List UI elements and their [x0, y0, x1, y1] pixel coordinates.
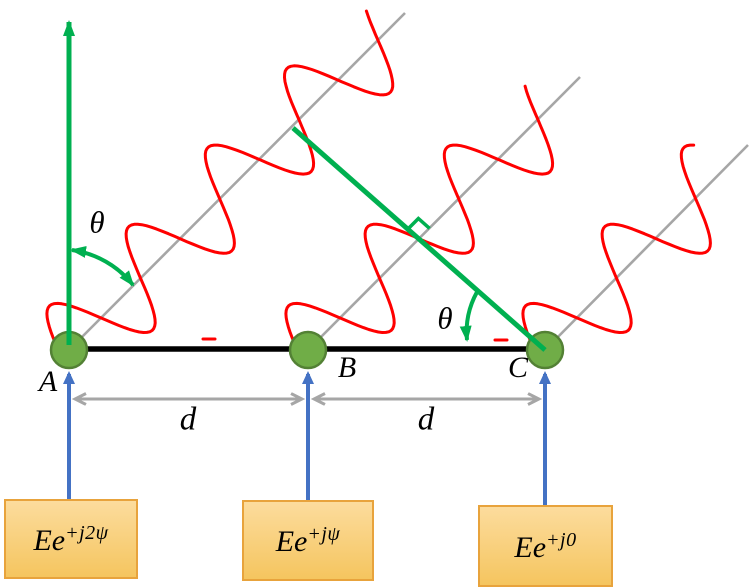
signal-box-c: Ee+j0 — [478, 505, 613, 587]
signal-exponent-c: +j0 — [546, 528, 577, 551]
element-label-a: A — [38, 365, 58, 398]
incident-wave-c — [521, 143, 712, 345]
spacing-label-bc: d — [417, 401, 435, 438]
signal-box-a: Ee+j2ψ — [4, 499, 138, 579]
wavefront-line — [291, 126, 547, 352]
right-angle-marker — [406, 216, 431, 231]
signal-exponent-a: +j2ψ — [65, 521, 109, 544]
signal-exponent-b: +jψ — [307, 523, 341, 545]
incident-wave-b — [284, 84, 555, 345]
signal-formula-a: Ee+j2ψ — [33, 523, 108, 556]
theta-angle-label-left: θ — [89, 204, 105, 240]
signal-base-a: Ee — [33, 523, 66, 557]
theta-arc-a — [70, 246, 135, 287]
signal-base-b: Ee — [275, 525, 308, 558]
theta-arc-c — [459, 291, 479, 342]
signal-base-c: Ee — [514, 530, 547, 564]
propagation-ray-c — [544, 144, 749, 351]
theta-angle-label-right: θ — [437, 300, 453, 336]
signal-formula-c: Ee+j0 — [514, 530, 576, 563]
propagation-ray-a — [68, 12, 406, 351]
spacing-label-ab: d — [179, 401, 197, 438]
propagation-ray-b — [307, 76, 581, 351]
element-circle-b — [288, 330, 328, 370]
incident-wave-a — [45, 9, 395, 345]
element-label-c: C — [507, 351, 529, 384]
element-label-b: B — [337, 351, 357, 384]
signal-formula-b: Ee+jψ — [276, 524, 341, 557]
signal-box-b: Ee+jψ — [242, 500, 374, 581]
